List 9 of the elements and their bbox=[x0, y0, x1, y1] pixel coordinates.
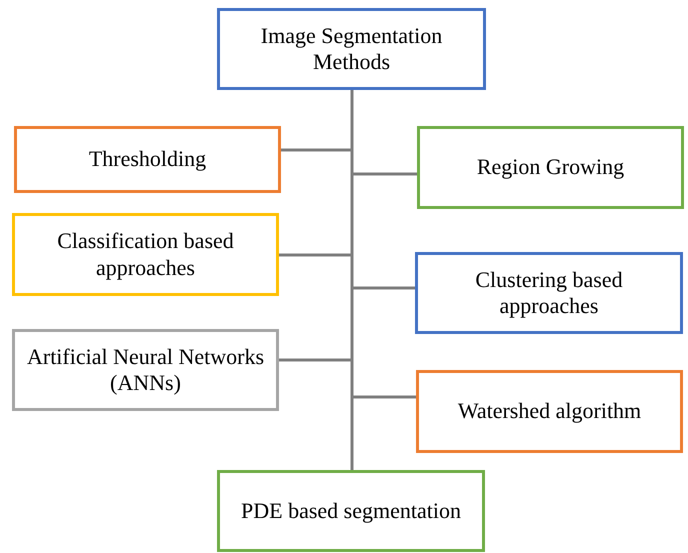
category-box: Region Growing bbox=[417, 126, 684, 209]
category-box: Thresholding bbox=[14, 126, 281, 193]
category-box: PDE based segmentation bbox=[217, 470, 485, 552]
connector-line bbox=[350, 90, 354, 470]
category-box: Clustering based approaches bbox=[415, 252, 683, 334]
category-box: Image Segmentation Methods bbox=[217, 8, 486, 90]
category-box: Classification based approaches bbox=[12, 213, 279, 296]
category-box: Watershed algorithm bbox=[416, 370, 683, 453]
category-box: Artificial Neural Networks (ANNs) bbox=[12, 329, 279, 411]
